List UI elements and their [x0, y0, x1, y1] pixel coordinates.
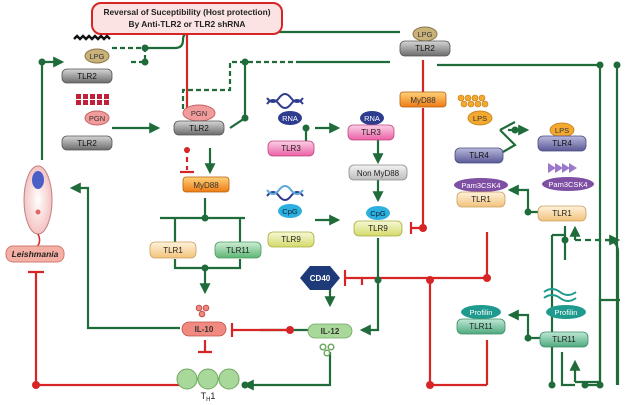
svg-text:TH1: TH1: [201, 391, 216, 403]
activation-connectors: [40, 30, 621, 391]
svg-text:LPS: LPS: [555, 126, 569, 135]
svg-text:Pam3CSK4: Pam3CSK4: [461, 181, 500, 190]
center-pgn-tlr2-complex: PGN TLR2: [173, 104, 225, 136]
svg-text:TLR2: TLR2: [77, 139, 97, 148]
svg-text:Pam3CSK4: Pam3CSK4: [548, 180, 587, 189]
svg-text:TLR2: TLR2: [415, 44, 435, 53]
svg-text:PGN: PGN: [89, 114, 105, 123]
svg-text:LPG: LPG: [417, 30, 432, 39]
svg-text:TLR4: TLR4: [552, 139, 572, 148]
tlr1-pam-complex: Pam3CSK4 TLR1: [454, 178, 508, 208]
pam-ligand: Pam3CSK4: [542, 177, 594, 191]
rna-ligand: RNA: [278, 111, 302, 125]
tlr1-unbound-right: TLR1: [537, 205, 587, 222]
pam-arrows-icon: [548, 163, 577, 173]
svg-text:TLR1: TLR1: [552, 209, 572, 218]
svg-text:RNA: RNA: [364, 114, 380, 123]
lps-ligand: LPS: [467, 110, 493, 126]
profilin-ligand: Profilin: [546, 305, 586, 319]
svg-text:TLR9: TLR9: [281, 235, 301, 244]
svg-text:TLR1: TLR1: [163, 246, 183, 255]
tlr3-unbound: TLR3: [267, 140, 315, 157]
cpg-helix-icon: [266, 185, 304, 201]
svg-text:TLR11: TLR11: [226, 246, 250, 255]
svg-text:TLR3: TLR3: [281, 144, 301, 153]
svg-text:TLR2: TLR2: [189, 124, 209, 133]
svg-text:TLR4: TLR4: [469, 151, 489, 160]
tlr9-bound: CpG TLR9: [353, 206, 403, 237]
inhibition-endpoints: [32, 147, 491, 389]
tlr11-profilin-complex: Profilin TLR11: [456, 305, 506, 335]
tlr2-lpg-top: LPG TLR2: [399, 26, 451, 57]
svg-text:Profilin: Profilin: [555, 308, 578, 317]
pgn-ligand-left: PGN: [84, 110, 110, 126]
banner-line-2: By Anti-TLR2 or TLR2 shRNA: [129, 19, 246, 29]
svg-text:TLR3: TLR3: [361, 128, 381, 137]
tlr11-unbound-right: TLR11: [539, 331, 589, 348]
banner-line-1: Reversal of Suceptibility (Host protecti…: [103, 7, 270, 17]
svg-text:LPS: LPS: [473, 114, 487, 123]
rna-helix-icon: [266, 93, 304, 109]
lpg-chain-icon: [73, 34, 111, 41]
svg-text:TLR9: TLR9: [368, 224, 388, 233]
svg-text:TLR1: TLR1: [471, 195, 491, 204]
svg-text:IL-12: IL-12: [321, 327, 340, 336]
svg-text:MyD88: MyD88: [410, 96, 436, 105]
tlr9-unbound: TLR9: [267, 231, 315, 248]
reversal-banner: Reversal of Suceptibility (Host protecti…: [91, 2, 283, 35]
th1-cells: TH1: [176, 368, 240, 403]
myd88-left: MyD88: [182, 176, 230, 193]
svg-text:Non MyD88: Non MyD88: [357, 169, 400, 178]
tlr3-bound: RNA TLR3: [347, 111, 395, 141]
tlr11-left: TLR11: [214, 241, 262, 259]
svg-text:CpG: CpG: [282, 207, 298, 216]
non-myd88: Non MyD88: [348, 164, 408, 181]
tlr4-bound: LPS TLR4: [537, 122, 587, 152]
svg-text:PGN: PGN: [191, 109, 207, 118]
svg-text:TLR11: TLR11: [469, 322, 493, 331]
svg-text:LPG: LPG: [89, 52, 104, 61]
il10-node: IL-10: [181, 304, 227, 337]
il12-node: IL-12: [307, 323, 353, 357]
tlr2-lpg-receptor: TLR2: [61, 68, 113, 84]
tlr1-left: TLR1: [149, 241, 197, 259]
lps-hexagons-icon: [457, 94, 489, 108]
leishmania-label: Leishmania: [5, 245, 65, 263]
svg-text:RNA: RNA: [282, 114, 298, 123]
myd88-middle: MyD88: [399, 91, 447, 108]
svg-text:TLR2: TLR2: [77, 72, 97, 81]
pgn-squares-icon: [76, 94, 109, 105]
svg-text:CpG: CpG: [370, 209, 386, 218]
svg-text:TLR11: TLR11: [552, 335, 576, 344]
tlr2-pgn-receptor: TLR2: [61, 135, 113, 151]
tlr4-unbound: TLR4: [454, 147, 504, 164]
svg-text:Leishmania: Leishmania: [12, 249, 59, 259]
cd40-hexagon-icon: CD40: [300, 266, 340, 290]
profilin-waves-icon: [543, 288, 577, 302]
svg-text:Profilin: Profilin: [470, 308, 493, 317]
cpg-ligand: CpG: [278, 204, 302, 218]
svg-text:IL-10: IL-10: [195, 325, 214, 334]
lpg-ligand-left: LPG: [84, 48, 110, 64]
svg-text:MyD88: MyD88: [193, 181, 219, 190]
svg-text:CD40: CD40: [310, 274, 331, 283]
